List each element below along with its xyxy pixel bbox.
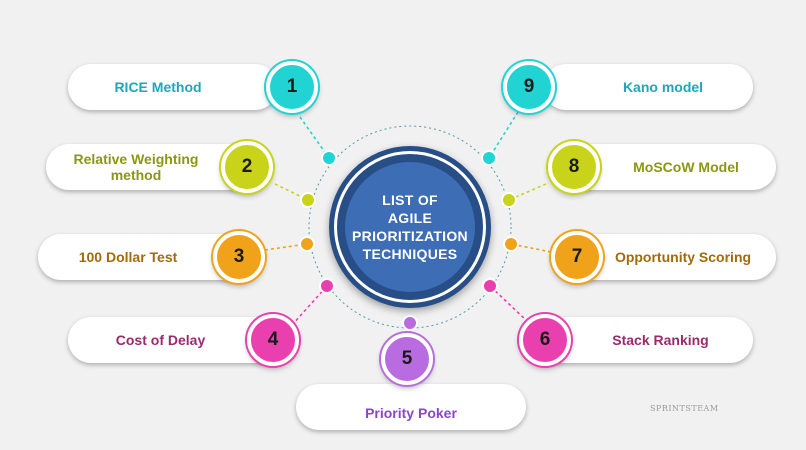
technique-number-7: 7 bbox=[551, 231, 603, 283]
technique-label: MoSCoW Model bbox=[633, 159, 739, 175]
orbit-ring bbox=[308, 125, 512, 329]
orbit-dot-3 bbox=[299, 236, 315, 252]
orbit-dot-2 bbox=[300, 192, 316, 208]
connector-1 bbox=[299, 116, 330, 159]
orbit-dot-9 bbox=[481, 150, 497, 166]
connector-6 bbox=[489, 285, 529, 323]
connector-4 bbox=[291, 285, 328, 326]
orbit-dot-8 bbox=[501, 192, 517, 208]
technique-label: Relative Weighting method bbox=[73, 151, 199, 183]
technique-label: 100 Dollar Test bbox=[78, 249, 178, 265]
center-title-line-4: Techniques bbox=[362, 246, 458, 262]
technique-pill-1: RICE Method bbox=[68, 64, 278, 110]
technique-label: Opportunity Scoring bbox=[614, 249, 752, 265]
connector-9 bbox=[488, 111, 519, 159]
technique-label: Kano model bbox=[622, 79, 704, 95]
technique-label: RICE Method bbox=[114, 79, 202, 95]
center-title-line-2: Agile bbox=[387, 210, 433, 226]
technique-number-2: 2 bbox=[221, 141, 273, 193]
orbit-dot-4 bbox=[319, 278, 335, 294]
orbit-dot-5 bbox=[402, 315, 418, 331]
technique-label: Cost of Delay bbox=[115, 332, 206, 348]
center-title-inner: List of Agile Prioritization Techniques bbox=[345, 162, 475, 292]
center-title-disc: List of Agile Prioritization Techniques bbox=[329, 146, 491, 308]
orbit-dot-7 bbox=[503, 236, 519, 252]
technique-label: Stack Ranking bbox=[612, 332, 709, 348]
technique-pill-9: Kano model bbox=[543, 64, 753, 110]
connector-8 bbox=[508, 183, 547, 201]
technique-number-5: 5 bbox=[381, 333, 433, 385]
technique-label: Priority Poker bbox=[365, 405, 457, 421]
center-title-line-1: List of bbox=[382, 192, 438, 208]
technique-number-9: 9 bbox=[503, 61, 555, 113]
technique-pill-8: MoSCoW Model bbox=[566, 144, 776, 190]
technique-number-4: 4 bbox=[247, 314, 299, 366]
brand-wordmark: SPRINTSTEAM bbox=[650, 404, 719, 413]
technique-pill-6: Stack Ranking bbox=[538, 317, 753, 363]
connector-7 bbox=[510, 243, 552, 253]
center-title-line-3: Prioritization bbox=[352, 228, 468, 244]
orbit-dot-6 bbox=[482, 278, 498, 294]
technique-number-6: 6 bbox=[519, 314, 571, 366]
technique-number-3: 3 bbox=[213, 231, 265, 283]
orbit-dot-1 bbox=[321, 150, 337, 166]
connector-3 bbox=[264, 243, 308, 251]
technique-pill-5: Priority Poker bbox=[296, 384, 526, 430]
technique-number-1: 1 bbox=[266, 61, 318, 113]
technique-number-8: 8 bbox=[548, 141, 600, 193]
